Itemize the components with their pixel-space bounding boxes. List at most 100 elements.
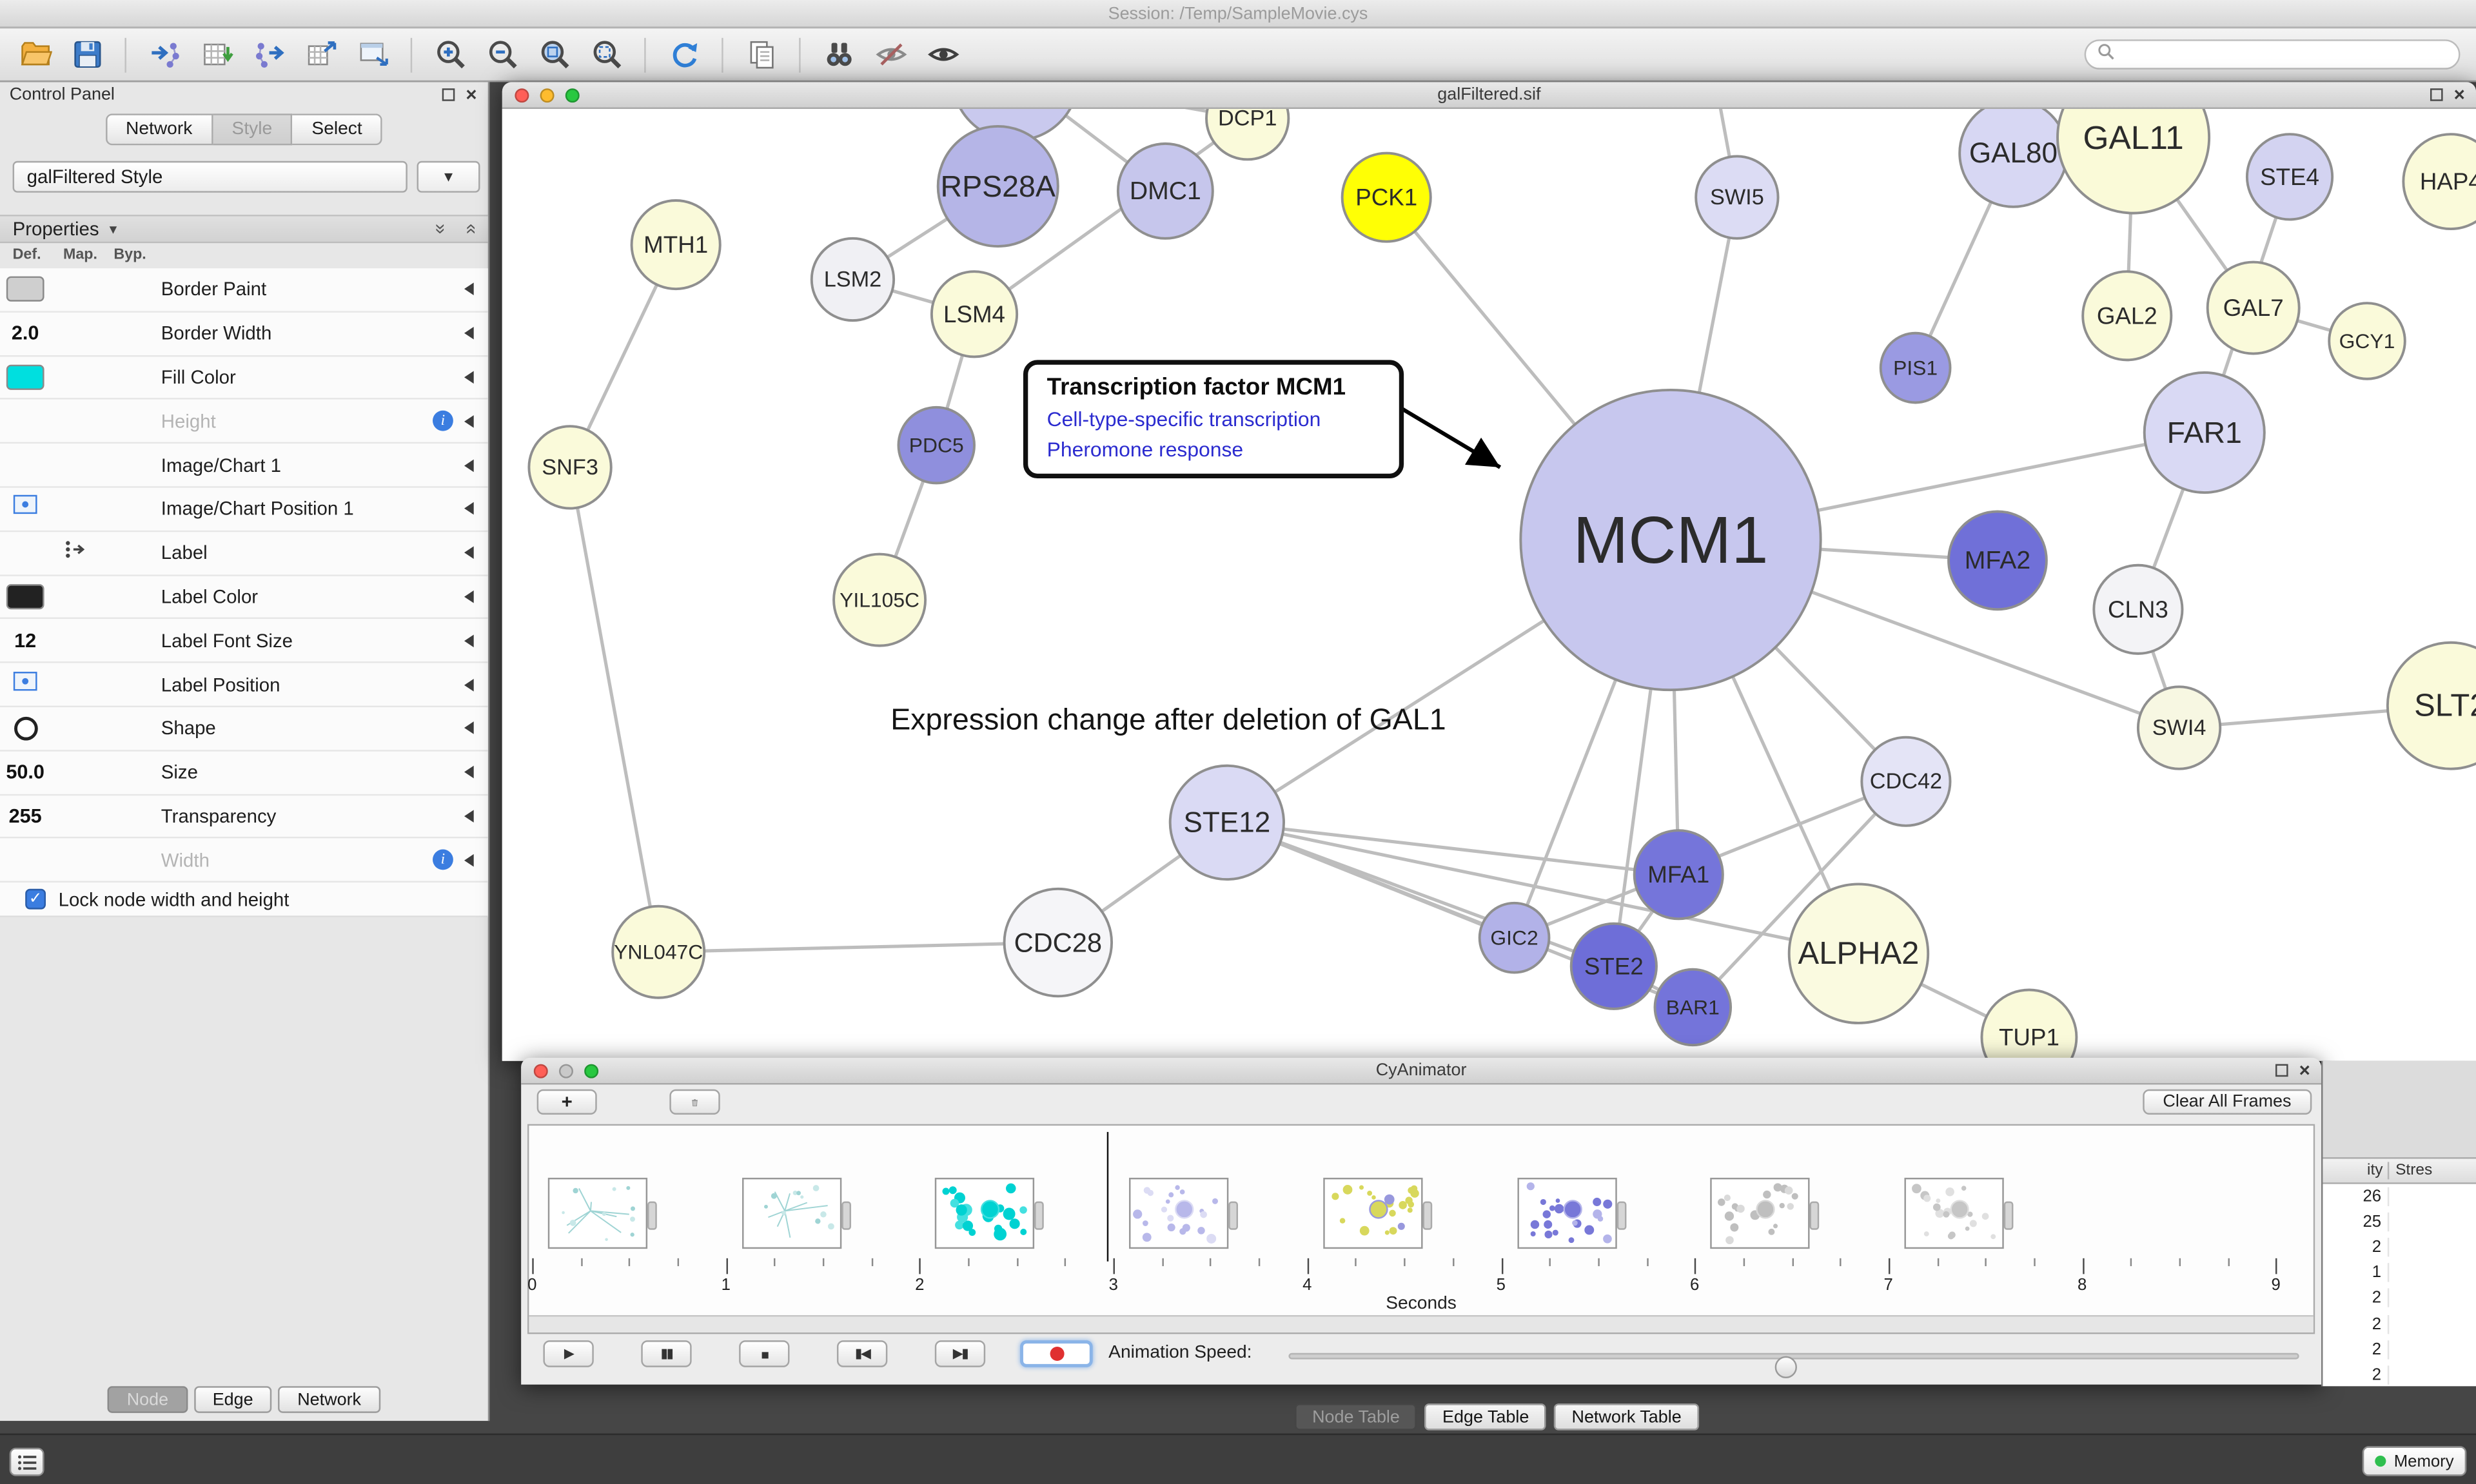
node-pck1[interactable] <box>1341 151 1432 243</box>
float-window-icon[interactable] <box>2275 1064 2288 1077</box>
timeline-scrollbar[interactable] <box>529 1314 2314 1333</box>
expand-row-arrow-icon[interactable] <box>464 546 474 560</box>
frame-thumbnail-3[interactable] <box>1129 1177 1239 1249</box>
node-slt2[interactable] <box>2386 641 2476 770</box>
expand-row-arrow-icon[interactable] <box>464 810 474 823</box>
close-window-icon[interactable] <box>533 1064 548 1079</box>
node-cln3[interactable] <box>2092 563 2184 655</box>
tab-network-table[interactable]: Network Table <box>1554 1403 1699 1430</box>
position-icon[interactable] <box>13 670 38 699</box>
expand-row-arrow-icon[interactable] <box>464 502 474 516</box>
tab-select[interactable]: Select <box>293 113 383 146</box>
tab-network[interactable]: Network <box>105 113 213 146</box>
node-dcp1[interactable] <box>1205 108 1290 161</box>
delete-frame-button[interactable] <box>669 1089 720 1115</box>
expand-row-arrow-icon[interactable] <box>464 371 474 384</box>
node-gcy1[interactable] <box>2328 302 2406 380</box>
zoom-selected-icon[interactable] <box>587 35 625 73</box>
cyanimator-titlebar[interactable]: CyAnimator × <box>521 1057 2321 1085</box>
search-network-icon[interactable] <box>820 35 858 73</box>
default-value[interactable]: 12 <box>14 629 37 652</box>
table-row[interactable]: 2 <box>2323 1336 2476 1362</box>
frame-drag-handle[interactable] <box>1228 1201 1239 1230</box>
node-mcm1[interactable] <box>1519 388 1822 692</box>
table-row[interactable]: 26 <box>2323 1184 2476 1209</box>
frame-drag-handle[interactable] <box>1809 1201 1820 1230</box>
table-row[interactable]: 1 <box>2323 1260 2476 1285</box>
network-window-titlebar[interactable]: galFiltered.sif × <box>502 82 2476 109</box>
expand-row-arrow-icon[interactable] <box>464 722 474 735</box>
node-swi5[interactable] <box>1695 155 1780 240</box>
frame-drag-handle[interactable] <box>647 1201 657 1230</box>
frame-drag-handle[interactable] <box>1422 1201 1432 1230</box>
table-row[interactable]: 25 <box>2323 1209 2476 1235</box>
node-snf3[interactable] <box>527 425 613 510</box>
float-panel-icon[interactable] <box>442 88 455 101</box>
mapping-icon[interactable] <box>63 538 88 568</box>
zoom-window-icon[interactable] <box>565 88 580 103</box>
table-row[interactable]: 2 <box>2323 1311 2476 1336</box>
expand-row-arrow-icon[interactable] <box>464 634 474 647</box>
info-icon[interactable]: i <box>433 850 453 870</box>
default-value[interactable]: 255 <box>8 805 42 828</box>
export-table-icon[interactable] <box>302 35 340 73</box>
memory-button[interactable]: Memory <box>2362 1446 2467 1476</box>
node-cdc42[interactable] <box>1860 736 1952 827</box>
property-row-border-paint[interactable]: Border Paint <box>0 268 488 313</box>
style-menu-button[interactable]: ▼ <box>417 161 480 193</box>
tab-edge-table[interactable]: Edge Table <box>1425 1403 1547 1430</box>
search-box[interactable] <box>2084 39 2461 70</box>
frame-thumbnail-5[interactable] <box>1517 1177 1626 1249</box>
node-ynl047c[interactable] <box>611 904 706 999</box>
close-view-icon[interactable]: × <box>2453 83 2465 106</box>
frame-drag-handle[interactable] <box>841 1201 851 1230</box>
close-view-icon[interactable]: × <box>2299 1059 2310 1082</box>
clear-all-frames-button[interactable]: Clear All Frames <box>2142 1089 2312 1115</box>
frame-thumbnail-7[interactable] <box>1904 1177 2014 1249</box>
hide-selection-icon[interactable] <box>872 35 910 73</box>
node-ste2[interactable] <box>1569 922 1658 1010</box>
expand-row-arrow-icon[interactable] <box>464 590 474 603</box>
slider-handle[interactable] <box>1774 1356 1796 1378</box>
expand-row-arrow-icon[interactable] <box>464 766 474 779</box>
network-annotation[interactable]: Transcription factor MCM1 Cell-type-spec… <box>1023 360 1404 479</box>
properties-header[interactable]: Properties ▼ » » <box>0 215 488 244</box>
collapse-all-icon[interactable]: » <box>458 223 482 235</box>
open-file-icon[interactable] <box>15 35 54 73</box>
expand-all-icon[interactable]: » <box>429 223 452 235</box>
property-row-image-chart-position-1[interactable]: Image/Chart Position 1 <box>0 487 488 532</box>
node-alpha2[interactable] <box>1787 883 1930 1024</box>
frame-thumbnail-6[interactable] <box>1710 1177 1820 1249</box>
default-value[interactable]: 2.0 <box>11 322 39 345</box>
pause-button[interactable]: ▮▮ <box>641 1340 692 1367</box>
search-input[interactable] <box>2123 44 2448 64</box>
show-all-icon[interactable] <box>924 35 962 73</box>
expand-row-arrow-icon[interactable] <box>464 458 474 472</box>
annotation-link[interactable]: Pheromone response <box>1046 437 1244 462</box>
annotation-link[interactable]: Cell-type-specific transcription <box>1046 407 1321 431</box>
node-lsm4[interactable] <box>930 270 1019 358</box>
property-row-fill-color[interactable]: Fill Color <box>0 356 488 400</box>
node-yil105c[interactable] <box>832 552 927 647</box>
lock-checkbox[interactable]: ✓ <box>25 889 46 910</box>
frame-drag-handle[interactable] <box>2003 1201 2014 1230</box>
attribute-tab-node[interactable]: Node <box>108 1386 188 1413</box>
tab-style[interactable]: Style <box>213 113 293 146</box>
node-mfa2[interactable] <box>1947 510 2048 611</box>
node-far1[interactable] <box>2143 371 2266 494</box>
node-ste12[interactable] <box>1168 764 1285 881</box>
close-window-icon[interactable] <box>515 88 529 103</box>
property-row-label[interactable]: Label <box>0 531 488 576</box>
close-panel-icon[interactable]: × <box>466 83 477 106</box>
export-network-icon[interactable] <box>250 35 288 73</box>
add-frame-button[interactable]: + <box>536 1089 597 1115</box>
stop-button[interactable]: ■ <box>739 1340 790 1367</box>
skip-end-button[interactable]: ▶▮ <box>934 1340 986 1367</box>
zoom-fit-icon[interactable] <box>535 35 573 73</box>
shape-ellipse-icon[interactable] <box>13 716 37 741</box>
attribute-tab-network[interactable]: Network <box>278 1386 380 1413</box>
